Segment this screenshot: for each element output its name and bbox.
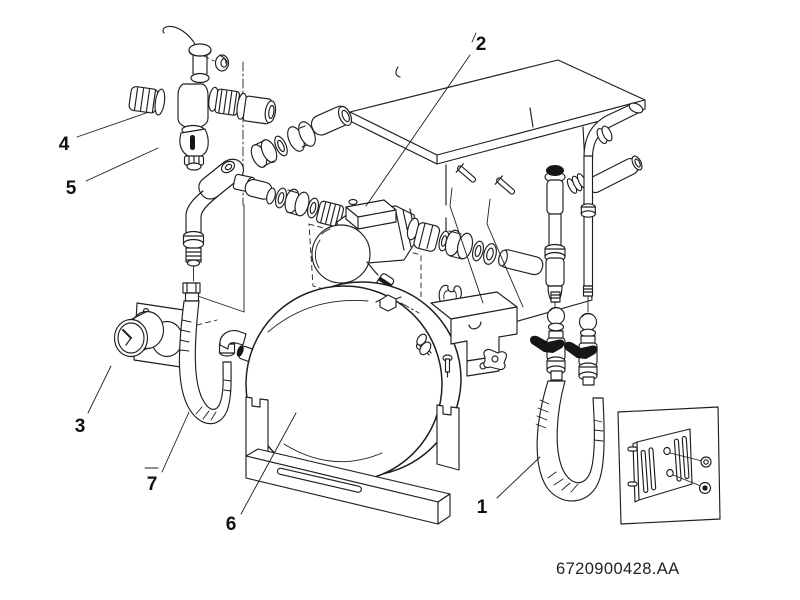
valve-handle <box>563 341 598 359</box>
callout-1: 1 <box>477 497 488 518</box>
callout-6: 6 <box>226 514 237 535</box>
retaining-clip <box>483 348 508 371</box>
filling-valve-assembly <box>128 25 277 136</box>
callout-labels: 1 2 3 4 5 6 7 <box>59 34 488 535</box>
callout-2: 2 <box>476 34 487 55</box>
air-vent-tee <box>546 179 564 215</box>
pipe-train-lower <box>244 179 345 228</box>
callout-7: 7 <box>147 474 158 495</box>
pipe-train-right <box>406 217 544 276</box>
detail-box <box>617 406 721 525</box>
callout-3: 3 <box>75 416 86 437</box>
right-pipe-assembly <box>544 102 644 313</box>
drain-valve <box>179 128 209 171</box>
shutoff-valves <box>529 306 598 386</box>
flex-hose-item1 <box>535 380 605 502</box>
diagram-line-art: 1 2 3 4 5 6 7 6720900428.AA <box>59 25 721 578</box>
knurled-knob <box>128 86 166 116</box>
callout-leaders <box>76 32 541 515</box>
outlet-fittings <box>208 86 277 125</box>
valve-handle <box>529 335 565 353</box>
vessel-cradle <box>245 396 460 525</box>
pump-motor <box>311 224 371 284</box>
expansion-vessel <box>245 281 462 483</box>
tee-fitting-left <box>182 158 256 282</box>
callout-5: 5 <box>66 178 77 199</box>
washer-grommet <box>214 54 230 72</box>
pressure-gauge <box>113 302 218 370</box>
callout-4: 4 <box>59 134 70 155</box>
pipe-train-upper <box>250 105 353 168</box>
fixing-screws <box>449 163 524 308</box>
mounting-bracket <box>416 284 518 378</box>
wall-plug <box>416 333 432 356</box>
part-number: 6720900428.AA <box>556 560 680 578</box>
